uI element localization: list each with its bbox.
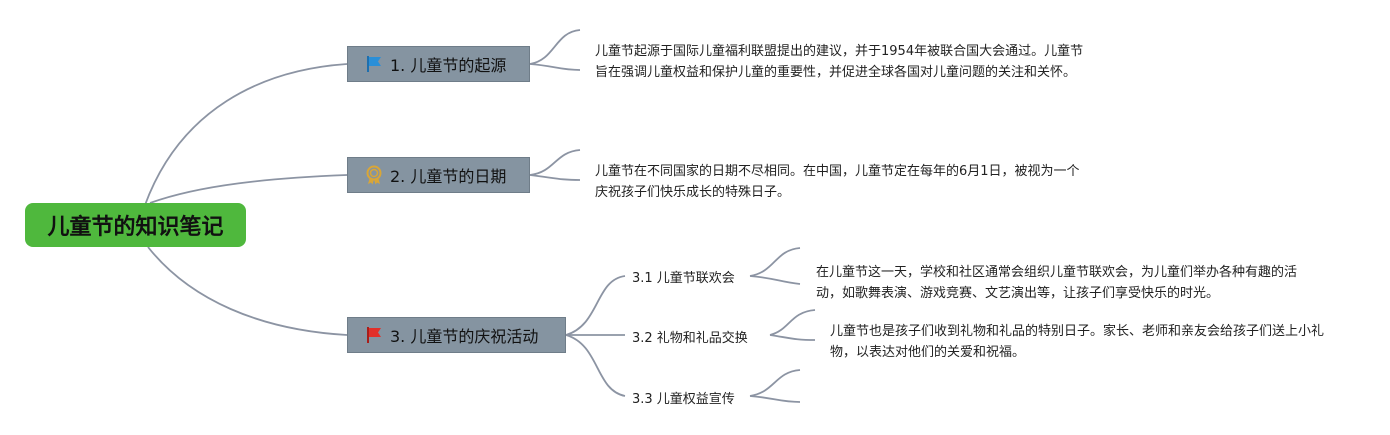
topic-origin[interactable]: 1. 儿童节的起源 — [347, 46, 530, 82]
subtopic-gifts[interactable]: 3.2 礼物和礼品交换 — [632, 331, 748, 346]
connector-topic1-note — [529, 29, 581, 71]
subtopic-party[interactable]: 3.1 儿童节联欢会 — [632, 271, 735, 286]
connector-root-topic2 — [149, 174, 348, 204]
award-ribbon-icon — [366, 165, 382, 185]
topic-date[interactable]: 2. 儿童节的日期 — [347, 157, 530, 193]
connector-topic2-note — [529, 149, 581, 181]
subtopic-party-note: 在儿童节这一天，学校和社区通常会组织儿童节联欢会，为儿童们举办各种有趣的活动，如… — [816, 265, 1298, 301]
connector-topic3-sub3 — [565, 334, 626, 397]
topic-date-note: 儿童节在不同国家的日期不尽相同。在中国，儿童节定在每年的6月1日，被视为一个庆祝… — [595, 164, 1080, 200]
topic-origin-note: 儿童节起源于国际儿童福利联盟提出的建议，并于1954年被联合国大会通过。儿童节旨… — [595, 44, 1084, 80]
subtopic-gifts-note: 儿童节也是孩子们收到礼物和礼品的特别日子。家长、老师和亲友会给孩子们送上小礼物，… — [830, 324, 1325, 360]
connector-sub1-note — [749, 247, 801, 285]
connector-topic3-sub1 — [565, 275, 626, 336]
subtopic-rights[interactable]: 3.3 儿童权益宣传 — [632, 392, 735, 407]
connector-root-topic3 — [147, 246, 348, 336]
topic-date-label: 2. 儿童节的日期 — [390, 167, 507, 186]
blue-flag-icon — [367, 56, 381, 72]
root-label: 儿童节的知识笔记 — [47, 215, 224, 240]
connector-root-topic1 — [144, 63, 348, 206]
root-node[interactable]: 儿童节的知识笔记 — [25, 203, 246, 247]
connector-sub3-note — [749, 369, 801, 403]
topic-origin-label: 1. 儿童节的起源 — [390, 56, 507, 75]
red-flag-icon — [367, 327, 381, 343]
topic-celebrations-label: 3. 儿童节的庆祝活动 — [390, 327, 539, 346]
connector-sub2-note — [769, 309, 816, 341]
topic-celebrations[interactable]: 3. 儿童节的庆祝活动 — [347, 317, 566, 353]
